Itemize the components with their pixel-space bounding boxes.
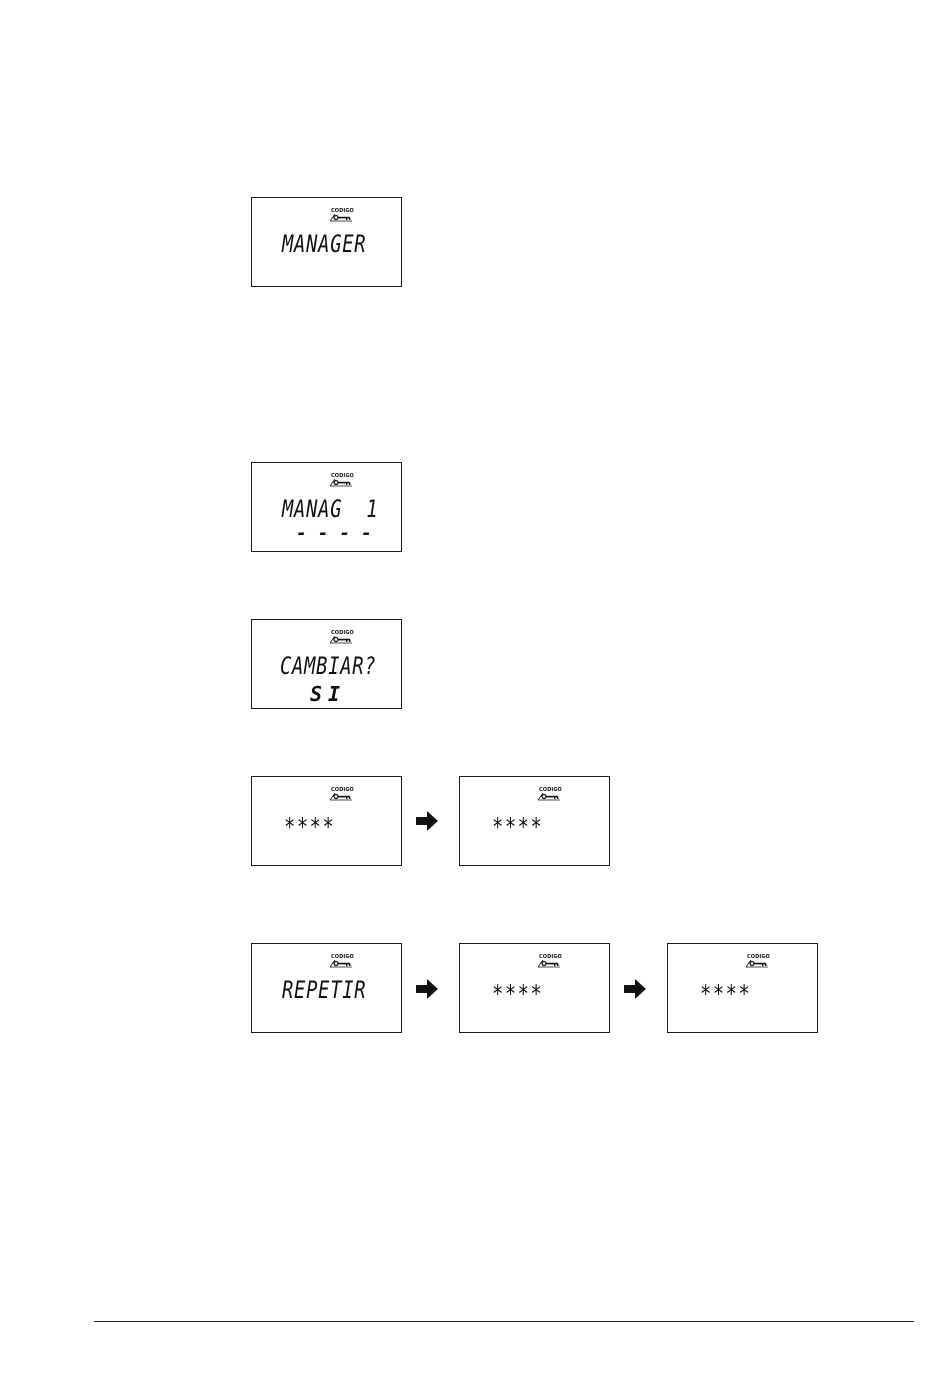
- key-icon: CODIGO: [745, 954, 769, 968]
- key-icon: CODIGO: [329, 473, 353, 487]
- key-icon: CODIGO: [329, 787, 353, 801]
- right-arrow-icon: [416, 811, 438, 831]
- lcd-text-line1: ****: [492, 815, 543, 839]
- lcd-screen-repetir: CODIGO REPETIR: [251, 943, 402, 1033]
- right-arrow-icon: [416, 979, 438, 999]
- lcd-text-line2: - - - -: [296, 525, 372, 543]
- key-icon: CODIGO: [537, 787, 561, 801]
- lcd-text-line1: ****: [700, 982, 751, 1006]
- lcd-text-line1: ****: [284, 815, 335, 839]
- lcd-screen-cambiar: CODIGO CAMBIAR? SI: [251, 619, 402, 709]
- lcd-screen-repeat-code-entered: CODIGO ****: [667, 943, 818, 1033]
- lcd-text-line1: REPETIR: [282, 978, 366, 1002]
- lcd-text-line1: CAMBIAR?: [280, 654, 376, 678]
- lcd-text-line1: ****: [492, 982, 543, 1006]
- lcd-text-line2: SI: [310, 684, 346, 704]
- key-icon: CODIGO: [537, 954, 561, 968]
- lcd-screen-new-code: CODIGO ****: [251, 776, 402, 866]
- key-icon: CODIGO: [329, 630, 353, 644]
- footer-rule: [94, 1321, 914, 1322]
- lcd-screen-manag-code: CODIGO MANAG 1 - - - -: [251, 462, 402, 552]
- key-icon: CODIGO: [329, 208, 353, 222]
- lcd-screen-manager: CODIGO MANAGER: [251, 197, 402, 287]
- right-arrow-icon: [624, 979, 646, 999]
- lcd-text-line1: MANAG 1: [282, 497, 378, 521]
- lcd-text-line1: MANAGER: [282, 232, 366, 256]
- lcd-screen-repeat-code: CODIGO ****: [459, 943, 610, 1033]
- lcd-screen-new-code-entered: CODIGO ****: [459, 776, 610, 866]
- key-icon: CODIGO: [329, 954, 353, 968]
